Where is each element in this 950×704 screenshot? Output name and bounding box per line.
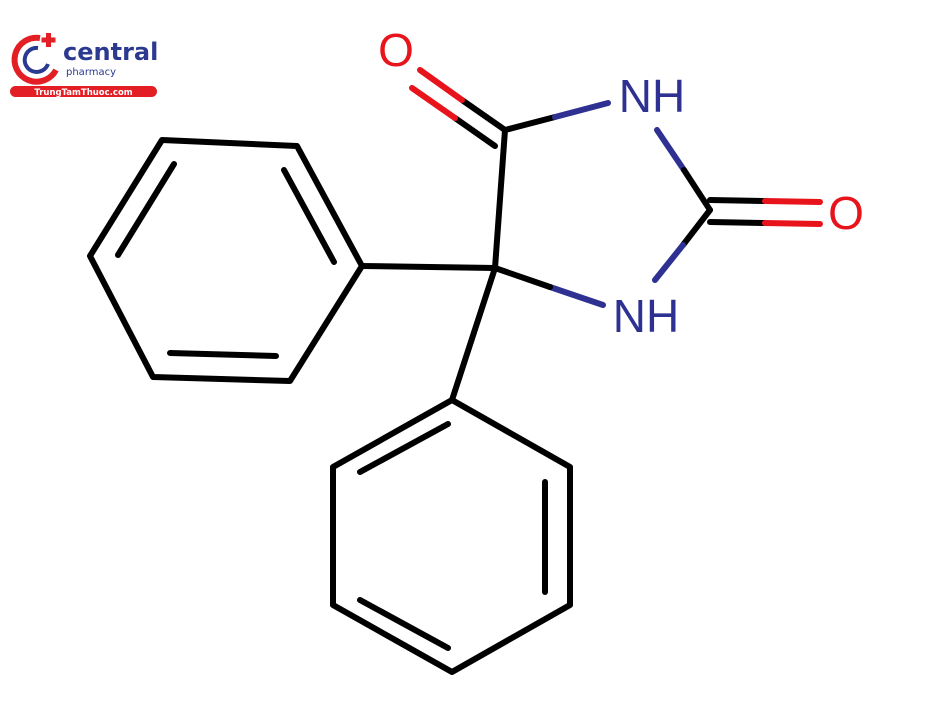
logo-brand: central — [63, 38, 158, 66]
logo-sub: pharmacy — [66, 67, 116, 78]
central-pharmacy-logo: central pharmacy TrungTamThuoc.com — [10, 33, 158, 98]
bond-n3-c2 — [654, 127, 713, 213]
logo-c-ring-inner — [22, 45, 50, 74]
logo-cross-icon — [41, 33, 56, 47]
bond-c4-o-double — [409, 67, 508, 149]
bond-c5-phenyl2 — [449, 265, 498, 403]
atom-o-right: O — [828, 187, 864, 239]
bond-c5-phenyl1 — [359, 263, 498, 271]
atom-nh-bottom: NH — [613, 290, 679, 342]
bond-c2-n1 — [652, 207, 713, 283]
atom-nh-top: NH — [619, 70, 685, 122]
logo-site: TrungTamThuoc.com — [34, 88, 132, 98]
bond-c4-n3 — [502, 100, 611, 133]
phenyl-ring-2 — [330, 397, 573, 675]
logo-site-bar — [10, 86, 157, 97]
phenyl-ring-1 — [87, 137, 365, 384]
atom-o-top: O — [378, 24, 414, 76]
logo-c-ring-outer — [11, 34, 59, 85]
bond-c2-o-double — [707, 197, 823, 227]
bond-c5-c4 — [492, 127, 508, 271]
bond-n1-c5 — [492, 265, 606, 308]
